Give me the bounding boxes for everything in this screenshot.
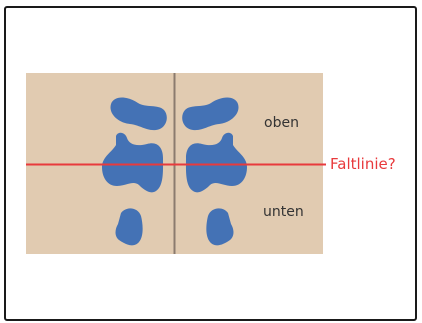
blot-middle-right [185, 132, 247, 193]
blot-bottom-left [115, 208, 143, 246]
label-top: oben [264, 115, 299, 131]
label-bottom: unten [263, 204, 304, 220]
blot-middle-left [102, 132, 164, 193]
left-blot-group [102, 97, 167, 246]
blot-bottom-right [206, 208, 234, 246]
blot-top-left [110, 97, 167, 131]
right-blot-group [182, 97, 247, 246]
blot-top-right [182, 97, 239, 131]
fold-line-question: Faltlinie? [330, 155, 396, 173]
